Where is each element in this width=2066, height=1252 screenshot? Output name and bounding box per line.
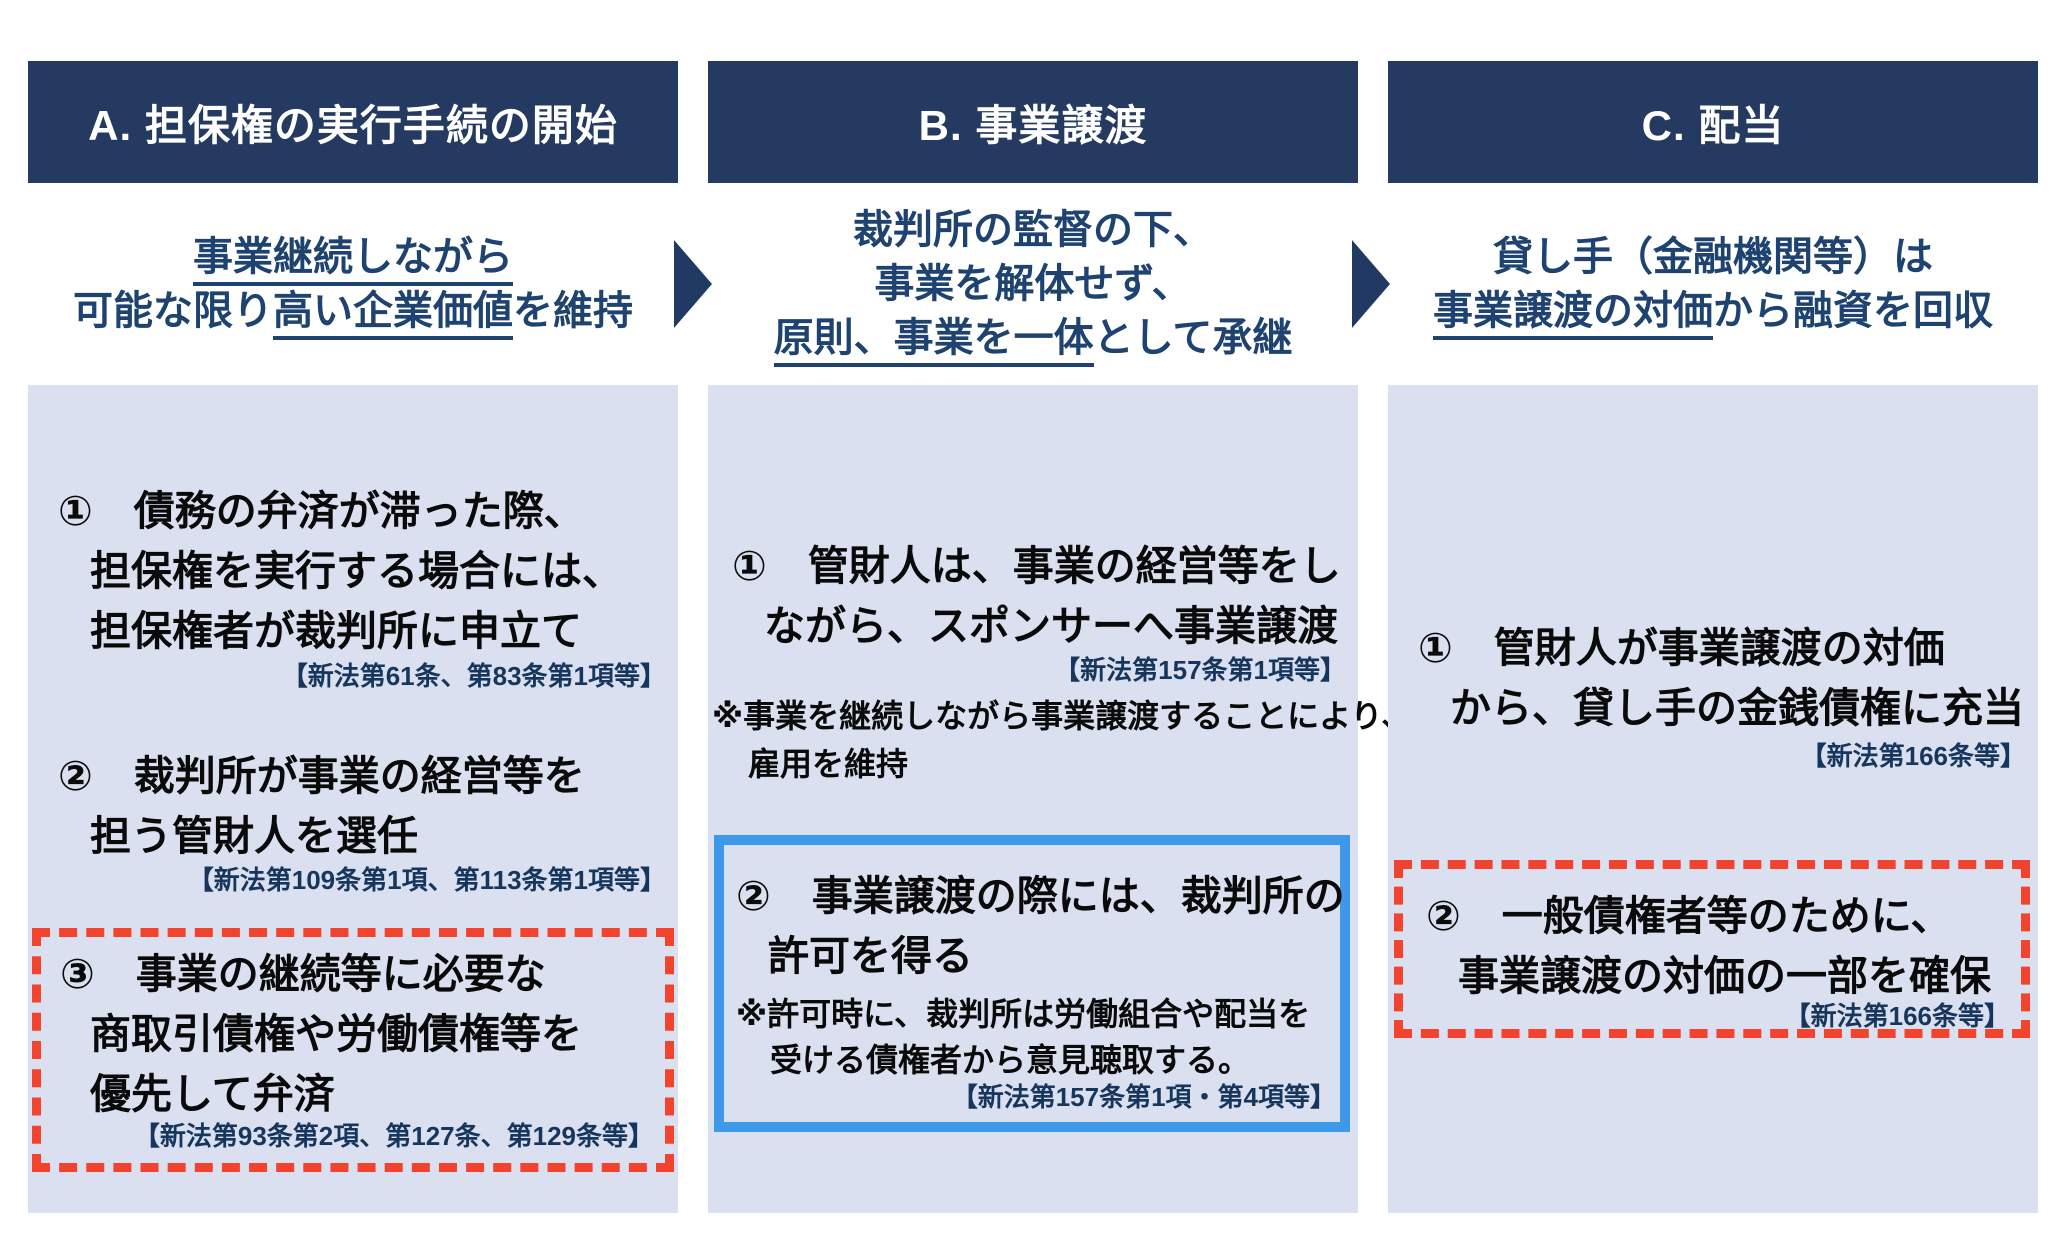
subtitle-run: 裁判所の監督の下、 xyxy=(853,208,1213,252)
subtitle-run: 事業を解体せず、 xyxy=(874,262,1192,306)
column-a-subtitle: 事業継続しながら 可能な限り高い企業価値を維持 xyxy=(28,183,678,385)
subtitle-line: 事業譲渡の対価から融資を回収 xyxy=(1433,284,1993,340)
item-note-line: 受ける債権者から意見聴取する。 xyxy=(770,1042,1251,1078)
item-line: 商取引債権や労働債権等を xyxy=(90,1011,582,1057)
column-b-header: B. 事業譲渡 xyxy=(708,61,1358,183)
item-note-line: ※許可時に、裁判所は労働組合や配当を xyxy=(736,996,1311,1032)
subtitle-run: 貸し手（金融機関等）は xyxy=(1493,235,1933,279)
subtitle-run: を維持 xyxy=(513,289,633,333)
column-a-header: A. 担保権の実行手続の開始 xyxy=(28,61,678,183)
item-line: 事業譲渡の対価の一部を確保 xyxy=(1458,953,1991,999)
subtitle-run: として承継 xyxy=(1093,316,1293,360)
subtitle-line: 可能な限り高い企業価値を維持 xyxy=(73,284,633,340)
item-note-line: ※事業を継続しながら事業譲渡することにより、 xyxy=(712,698,1414,734)
item-line: 担保権を実行する場合には、 xyxy=(90,548,623,594)
subtitle-line: 事業を解体せず、 xyxy=(874,257,1191,311)
law-reference: 【新法第157条第1項・第4項等】 xyxy=(951,1082,1336,1112)
item-line: ② 裁判所が事業の経営等を xyxy=(58,753,585,799)
item-line: ① 管財人が事業譲渡の対価 xyxy=(1418,625,1945,671)
subtitle-run-underlined: 事業継続しながら xyxy=(193,235,513,286)
right-arrow-icon xyxy=(674,240,712,328)
subtitle-run: から融資を回収 xyxy=(1713,289,1993,333)
item-line: 優先して弁済 xyxy=(90,1071,335,1117)
subtitle-line: 事業継続しながら xyxy=(193,230,513,286)
law-reference: 【新法第166条等】 xyxy=(1800,741,2026,771)
column-c-subtitle: 貸し手（金融機関等）は 事業譲渡の対価から融資を回収 xyxy=(1388,183,2038,385)
column-c-header: C. 配当 xyxy=(1388,61,2038,183)
item-line: ② 事業譲渡の際には、裁判所の xyxy=(736,873,1345,919)
column-c-panel: ① 管財人が事業譲渡の対価 から、貸し手の金銭債権に充当 【新法第166条等】 … xyxy=(1388,385,2038,1213)
subtitle-run-underlined: 高い企業価値 xyxy=(273,289,513,340)
item-line: ① 債務の弁済が滞った際、 xyxy=(58,488,585,534)
item-line: ② 一般債権者等のために、 xyxy=(1426,893,1952,939)
law-reference: 【新法第93条第2項、第127条、第129条等】 xyxy=(133,1121,654,1151)
law-reference: 【新法第157条第1項等】 xyxy=(1054,655,1346,685)
item-line: ながら、スポンサーへ事業譲渡 xyxy=(764,603,1338,649)
item-line: 担う管財人を選任 xyxy=(90,813,418,859)
subtitle-run-underlined: 事業譲渡の対価 xyxy=(1433,289,1713,340)
law-reference: 【新法第166条等】 xyxy=(1784,1001,2010,1031)
subtitle-line: 裁判所の監督の下、 xyxy=(853,203,1213,257)
column-b-subtitle: 裁判所の監督の下、 事業を解体せず、 原則、事業を一体として承継 xyxy=(708,183,1358,385)
subtitle-line: 原則、事業を一体として承継 xyxy=(773,311,1293,367)
column-b-panel: ① 管財人は、事業の経営等をし ながら、スポンサーへ事業譲渡 【新法第157条第… xyxy=(708,385,1413,1213)
item-line: ① 管財人は、事業の経営等をし xyxy=(732,543,1341,589)
blue-solid-highlight-box xyxy=(714,835,1350,1132)
subtitle-run: 可能な限り xyxy=(73,289,273,333)
item-line: 許可を得る xyxy=(768,933,973,979)
item-line: ③ 事業の継続等に必要な xyxy=(60,951,546,997)
red-dashed-highlight-box xyxy=(1394,860,2030,1038)
item-line: から、貸し手の金銭債権に充当 xyxy=(1450,685,2024,731)
subtitle-run-underlined: 原則、事業を一体 xyxy=(773,316,1094,367)
red-dashed-highlight-box xyxy=(32,928,674,1172)
item-note-line: 雇用を維持 xyxy=(748,746,909,782)
item-line: 担保権者が裁判所に申立て xyxy=(90,608,582,654)
column-a-panel: ① 債務の弁済が滞った際、 担保権を実行する場合には、 担保権者が裁判所に申立て… xyxy=(28,385,678,1213)
law-reference: 【新法第61条、第83条第1項等】 xyxy=(281,661,666,691)
subtitle-line: 貸し手（金融機関等）は xyxy=(1493,230,1933,284)
right-arrow-icon xyxy=(1352,240,1390,328)
law-reference: 【新法第109条第1項、第113条第1項等】 xyxy=(187,865,666,895)
